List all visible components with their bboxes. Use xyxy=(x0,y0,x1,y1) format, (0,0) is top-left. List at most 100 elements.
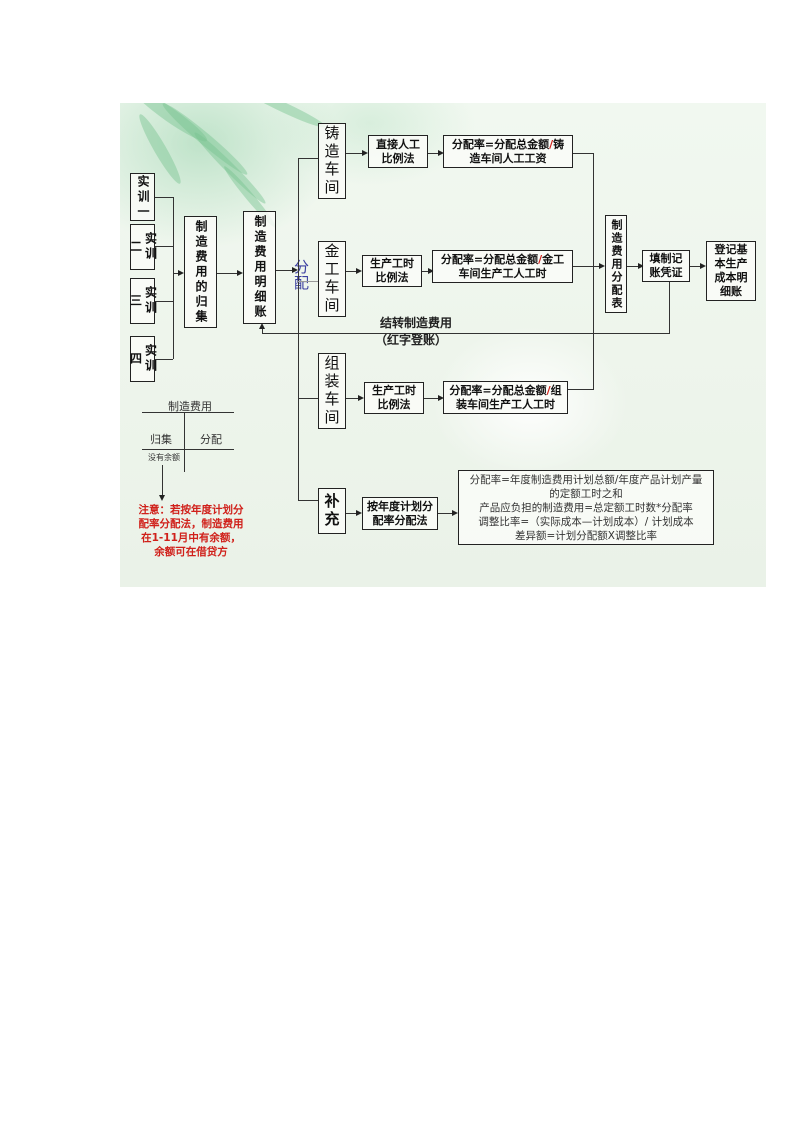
collector-line xyxy=(593,153,594,389)
source-box-1-label: 实训一 xyxy=(136,174,150,220)
supplement-formula-1: 分配率=年度制造费用计划总额/年度产品计划产量 xyxy=(469,473,703,486)
method-box-assembly: 生产工时 比例法 xyxy=(364,382,424,414)
willow-leaf-decoration xyxy=(242,103,328,132)
willow-leaf-decoration xyxy=(191,129,269,207)
formula-machining-text: 分配率=分配总金额/金工 车间生产工人工时 xyxy=(440,252,565,280)
supplement-formula-box: 分配率=年度制造费用计划总额/年度产品计划产量 的定额工时之和 产品应负担的制造… xyxy=(458,470,714,545)
connector-line xyxy=(162,465,163,495)
note-text: 注意：若按年度计划分配率分配法，制造费用在1-11月中有余额，余额可在借贷方 xyxy=(138,504,244,558)
arrow-right-icon xyxy=(428,268,434,274)
transfer-red-label: （红字登账） xyxy=(375,333,448,347)
source-box-1: 实训一 xyxy=(130,173,155,221)
feedback-line xyxy=(262,327,263,334)
t-account-balance: 没有余额 xyxy=(148,453,180,462)
final-ledger-box: 登记基本生产成本明细账 xyxy=(706,241,756,301)
allocation-table-label: 制造费用分配表 xyxy=(610,218,623,310)
source-box-4: 实训四 xyxy=(128,336,158,382)
connector-line xyxy=(155,301,173,302)
connector-line xyxy=(173,273,181,274)
arrow-right-icon xyxy=(362,150,368,156)
connector-line xyxy=(346,513,360,514)
connector-line xyxy=(346,153,366,154)
formula-box-assembly: 分配率=分配总金额/组 装车间生产工人工时 xyxy=(443,381,568,414)
formula-box-casting: 分配率=分配总金额/铸 造车间人工工资 xyxy=(443,135,573,168)
final-ledger-label: 登记基本生产成本明细账 xyxy=(714,243,748,298)
workshop-casting-label: 铸造车间 xyxy=(322,125,341,197)
source-box-4-label: 实训四 xyxy=(128,344,158,374)
arrow-right-icon xyxy=(358,395,364,401)
connector-line xyxy=(422,271,432,272)
arrow-right-icon xyxy=(178,270,184,276)
collect-box-label: 制造费用的归集 xyxy=(194,219,208,325)
supplement-box: 补充 xyxy=(318,488,346,534)
method-box-machining: 生产工时 比例法 xyxy=(362,255,422,287)
connector-line xyxy=(690,266,702,267)
t-account-debit: 归集 xyxy=(150,433,172,446)
t-account-title: 制造费用 xyxy=(168,400,212,413)
t-account-bottom-line xyxy=(142,449,234,450)
arrow-right-icon xyxy=(237,270,243,276)
formula-box-machining: 分配率=分配总金额/金工 车间生产工人工时 xyxy=(432,250,573,283)
arrow-right-icon xyxy=(700,263,706,269)
formula-assembly-text: 分配率=分配总金额/组 装车间生产工人工时 xyxy=(449,383,562,411)
connector-line xyxy=(573,266,599,267)
connector-line xyxy=(276,270,296,271)
trunk-line xyxy=(298,158,299,500)
connector-line xyxy=(155,197,173,198)
arrow-right-icon xyxy=(638,263,644,269)
supplement-formula-5: 差异额=计划分配额X调整比率 xyxy=(515,529,657,542)
connector-line xyxy=(155,246,173,247)
connector-line xyxy=(573,153,593,154)
allocate-label: 分配 xyxy=(294,258,310,292)
workshop-machining-label: 金工车间 xyxy=(322,243,341,315)
source-box-2-label: 实训二 xyxy=(128,232,158,262)
ledger-box-label: 制造费用明细账 xyxy=(253,215,267,320)
arrow-right-icon xyxy=(356,510,362,516)
workshop-box-machining: 金工车间 xyxy=(318,241,346,317)
supplement-formula-4: 调整比率=（实际成本—计划成本）/ 计划成本 xyxy=(478,515,694,528)
workshop-box-assembly: 组装车间 xyxy=(318,353,346,429)
connector-line xyxy=(568,389,594,390)
connector-line xyxy=(298,500,318,501)
ledger-box: 制造费用明细账 xyxy=(243,211,276,324)
connector-line xyxy=(298,398,318,399)
t-account-mid-line xyxy=(184,412,185,472)
connector-line xyxy=(298,158,318,159)
workshop-box-casting: 铸造车间 xyxy=(318,123,346,199)
connector-line xyxy=(438,513,454,514)
arrow-right-icon xyxy=(452,510,458,516)
feedback-line xyxy=(669,282,670,333)
formula-casting-text: 分配率=分配总金额/铸 造车间人工工资 xyxy=(451,137,565,165)
transfer-label: 结转制造费用 xyxy=(380,316,453,330)
diagram-canvas: 实训一 实训二 实训三 实训四 制造费用的归集 制造费用明细账 分配 铸造车间 … xyxy=(120,103,766,587)
connector-line xyxy=(298,281,318,282)
connector-line xyxy=(346,398,362,399)
source-box-3: 实训三 xyxy=(128,278,158,324)
arrow-right-icon xyxy=(292,267,298,273)
connector-line xyxy=(424,398,442,399)
connector-line xyxy=(346,271,360,272)
supplement-label: 补充 xyxy=(322,493,341,529)
arrow-right-icon xyxy=(599,263,605,269)
voucher-label: 填制记账凭证 xyxy=(649,252,683,279)
source-box-3-label: 实训三 xyxy=(128,286,158,316)
arrow-right-icon xyxy=(438,395,444,401)
voucher-box: 填制记账凭证 xyxy=(642,250,690,282)
method-box-casting: 直接人工 比例法 xyxy=(368,135,428,168)
t-account-credit: 分配 xyxy=(200,433,222,446)
feedback-line xyxy=(262,333,670,334)
arrow-up-icon xyxy=(259,323,265,329)
connector-line xyxy=(173,197,174,359)
supplement-method-box: 按年度计划分 配率分配法 xyxy=(362,497,438,530)
connector-line xyxy=(155,359,173,360)
supplement-formula-2: 的定额工时之和 xyxy=(549,487,623,500)
connector-line xyxy=(217,273,241,274)
arrow-right-icon xyxy=(356,268,362,274)
collect-box: 制造费用的归集 xyxy=(184,216,217,328)
supplement-formula-3: 产品应负担的制造费用=总定额工时数*分配率 xyxy=(479,501,693,514)
arrow-right-icon xyxy=(438,150,444,156)
source-box-2: 实训二 xyxy=(128,224,158,270)
connector-line xyxy=(428,153,442,154)
connector-line xyxy=(627,266,641,267)
workshop-assembly-label: 组装车间 xyxy=(322,355,341,427)
